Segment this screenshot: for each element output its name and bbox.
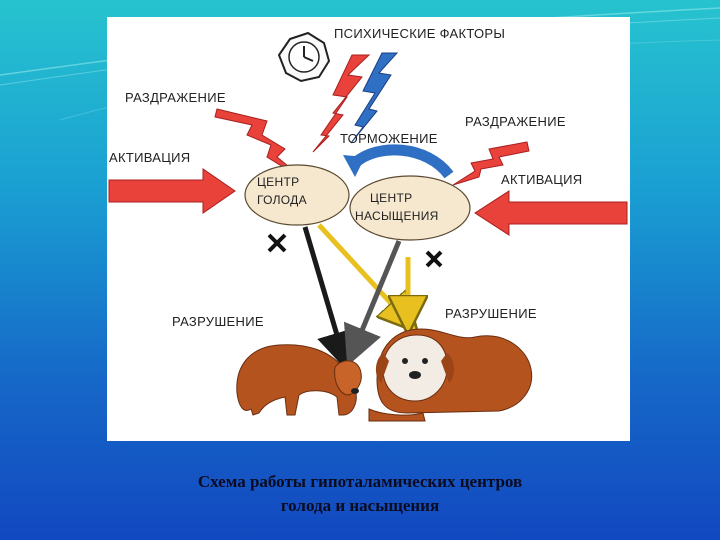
label-inhibition: ТОРМОЖЕНИЕ — [340, 131, 438, 146]
block-mark-left — [267, 233, 287, 253]
hunger-center — [244, 164, 350, 226]
block-mark-right — [425, 250, 443, 268]
diagram-drawing — [108, 31, 628, 422]
label-activation-right: АКТИВАЦИЯ — [501, 172, 583, 187]
slide-caption: Схема работы гипоталамических центров го… — [0, 470, 720, 518]
satiety-center — [349, 175, 471, 241]
fat-dog-image — [368, 328, 533, 422]
label-irritation-right: РАЗДРАЖЕНИЕ — [465, 114, 566, 129]
thin-dog-image — [236, 344, 362, 416]
clock-icon — [277, 31, 331, 83]
hunger-to-fat-dog-arrow — [317, 223, 411, 325]
activation-right-arrow — [474, 190, 628, 236]
satiety-to-dog-arrow — [343, 240, 402, 367]
satiety-center-label-line1: ЦЕНТР — [370, 191, 413, 205]
hunger-center-label-line1: ЦЕНТР — [257, 175, 300, 189]
caption-line-2: голода и насыщения — [280, 496, 440, 515]
label-destruction-left: РАЗРУШЕНИЕ — [172, 314, 264, 329]
label-destruction-right: РАЗРУШЕНИЕ — [445, 306, 537, 321]
hunger-to-dog-arrow — [302, 226, 356, 372]
diagram-panel: ПСИХИЧЕСКИЕ ФАКТОРЫ РАЗДРАЖЕНИЕ РАЗДРАЖЕ… — [107, 17, 630, 441]
psychic-lightning-red — [312, 54, 371, 153]
psychic-lightning-blue — [350, 52, 399, 144]
activation-left-arrow — [108, 168, 236, 214]
irritation-right-lightning — [452, 141, 530, 186]
caption-line-1: Схема работы гипоталамических центров — [197, 472, 523, 491]
satiety-center-label-line2: НАСЫЩЕНИЯ — [355, 209, 439, 223]
label-irritation-left: РАЗДРАЖЕНИЕ — [125, 90, 226, 105]
label-activation-left: АКТИВАЦИЯ — [109, 150, 191, 165]
hunger-center-label-line2: ГОЛОДА — [257, 193, 307, 207]
inhibition-arrow — [343, 144, 454, 179]
label-psychic-factors: ПСИХИЧЕСКИЕ ФАКТОРЫ — [334, 26, 506, 41]
